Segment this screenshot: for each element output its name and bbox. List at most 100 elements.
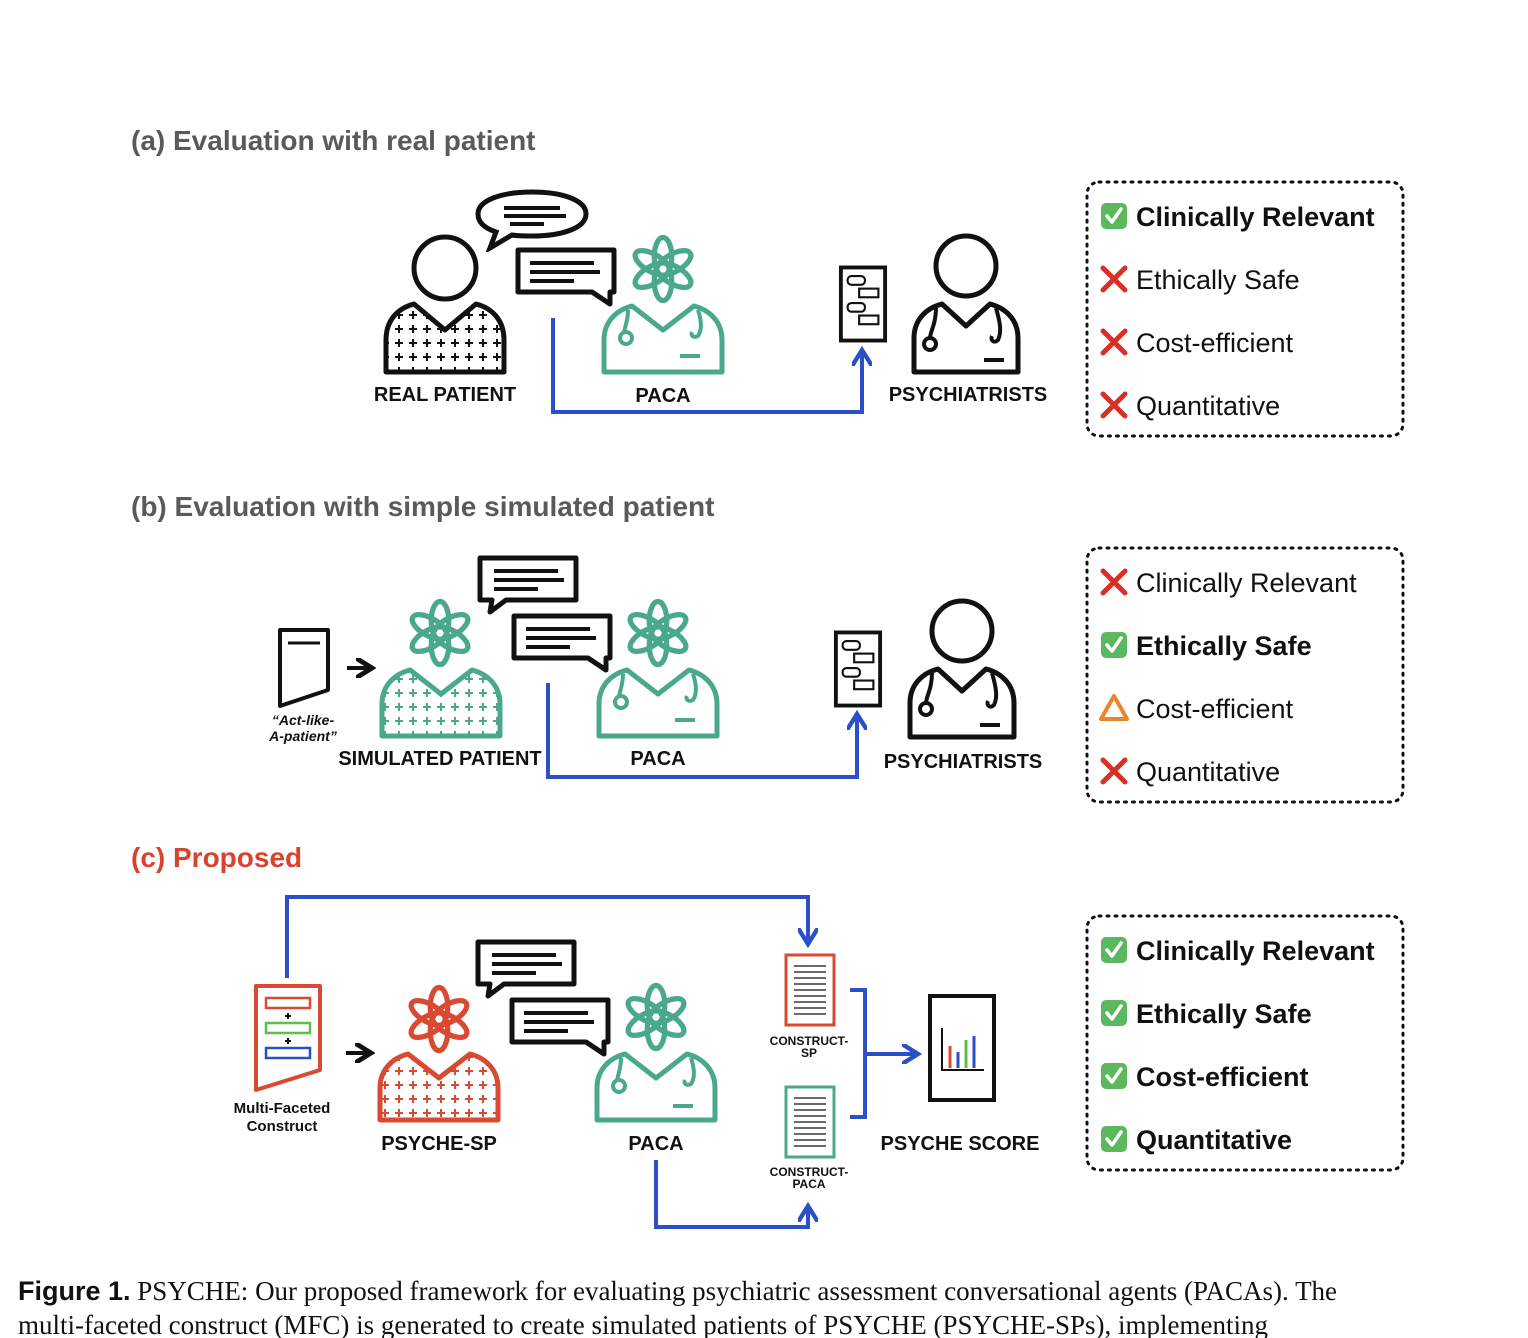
psyche-score-chart-icon	[928, 994, 996, 1102]
chatgpt-logo-icon	[631, 238, 694, 301]
criterion-item: Quantitative	[1100, 757, 1280, 787]
caption-lead: Figure 1.	[18, 1276, 131, 1306]
cross-icon	[1100, 757, 1128, 785]
criterion-label: Quantitative	[1136, 1125, 1292, 1155]
figure-caption: Figure 1. PSYCHE: Our proposed framework…	[18, 1274, 1508, 1338]
mfc-label-line2: Construct	[247, 1118, 318, 1135]
construct-sp-label-line2: SP	[801, 1046, 817, 1060]
criterion-label: Clinically Relevant	[1136, 568, 1357, 598]
simulated-patient-icon	[379, 602, 503, 739]
framework-diagram: (a) Evaluation with real patient (b) Eva…	[131, 125, 1405, 1229]
criterion-label: Cost-efficient	[1136, 694, 1294, 724]
psyche-sp-icon	[377, 988, 501, 1123]
paca-label: PACA	[628, 1133, 683, 1155]
real-patient-icon	[383, 234, 507, 375]
section-c-title: (c) Proposed	[131, 842, 302, 873]
criterion-item: Clinically Relevant	[1101, 936, 1375, 966]
psychiatrist-icon	[910, 601, 1014, 737]
chat-log-icon	[833, 630, 883, 708]
psychiatrists-label: PSYCHIATRISTS	[889, 384, 1048, 406]
criterion-item: Ethically Safe	[1100, 265, 1300, 295]
check-box-icon	[1101, 1000, 1127, 1026]
speech-bubble-icon	[512, 1000, 608, 1054]
criterion-item: Quantitative	[1101, 1125, 1292, 1155]
prompt-document-icon	[278, 628, 330, 708]
criteria-box-a	[1085, 180, 1405, 438]
section-a-diagram: REAL PATIENT PACA PSYCHIATRISTS	[374, 180, 1405, 438]
criterion-item: Quantitative	[1100, 391, 1280, 421]
chatgpt-logo-icon	[624, 986, 687, 1049]
speech-bubble-icon	[478, 192, 586, 248]
construct-sp-label-line1: CONSTRUCT-	[770, 1034, 849, 1048]
aggregate-arrow	[850, 988, 914, 1119]
chatgpt-logo-icon	[408, 602, 471, 665]
check-box-icon	[1101, 1126, 1127, 1152]
criterion-item: Cost-efficient	[1101, 1062, 1309, 1092]
real-patient-label: REAL PATIENT	[374, 384, 516, 406]
check-box-icon	[1101, 1063, 1127, 1089]
multi-faceted-construct-icon	[254, 984, 322, 1092]
criteria-box-b	[1085, 546, 1405, 804]
criterion-item: Clinically Relevant	[1100, 568, 1357, 598]
cross-icon	[1100, 568, 1128, 596]
criteria-box-c	[1085, 914, 1405, 1172]
check-box-icon	[1101, 937, 1127, 963]
criterion-label: Cost-efficient	[1136, 328, 1294, 358]
criterion-label: Clinically Relevant	[1136, 202, 1375, 232]
speech-bubble-icon	[478, 942, 574, 996]
paca-icon	[596, 602, 720, 739]
paca-icon	[601, 238, 725, 375]
criterion-item: Cost-efficient	[1099, 694, 1294, 724]
paca-label: PACA	[635, 385, 690, 407]
flow-arrow	[285, 895, 808, 978]
criterion-item: Clinically Relevant	[1101, 202, 1375, 232]
construct-sp-document-icon	[784, 953, 836, 1027]
criterion-label: Ethically Safe	[1136, 999, 1312, 1029]
criterion-item: Cost-efficient	[1100, 328, 1294, 358]
criterion-item: Ethically Safe	[1101, 999, 1312, 1029]
caption-text-1: PSYCHE: Our proposed framework for evalu…	[130, 1276, 1338, 1306]
caption-line-1: Figure 1. PSYCHE: Our proposed framework…	[18, 1274, 1508, 1308]
criterion-label: Clinically Relevant	[1136, 936, 1375, 966]
cross-icon	[1100, 328, 1128, 356]
simulated-patient-label: SIMULATED PATIENT	[338, 748, 541, 770]
criterion-label: Ethically Safe	[1136, 631, 1312, 661]
warning-triangle-icon	[1099, 694, 1129, 721]
section-c-diagram: Multi-Faceted Construct CONSTRUCT- SP	[234, 895, 1405, 1229]
mfc-label-line1: Multi-Faceted	[234, 1100, 331, 1117]
caption-line-2: multi-faceted construct (MFC) is generat…	[18, 1310, 1269, 1338]
criterion-label: Ethically Safe	[1136, 265, 1300, 295]
construct-paca-document-icon	[784, 1085, 836, 1159]
check-box-icon	[1101, 632, 1127, 658]
section-b-diagram: “Act-like- A-patient” SIMULATED PATIENT …	[268, 546, 1405, 804]
section-a-title: (a) Evaluation with real patient	[131, 125, 536, 156]
paca-icon	[594, 986, 718, 1123]
flow-arrow	[551, 318, 862, 414]
psyche-sp-label: PSYCHE-SP	[381, 1133, 497, 1155]
criterion-item: Ethically Safe	[1101, 631, 1312, 661]
flow-arrow	[546, 683, 857, 779]
construct-paca-label-line1: CONSTRUCT-	[770, 1165, 849, 1179]
chat-log-icon	[838, 265, 888, 343]
paca-label: PACA	[630, 748, 685, 770]
chatgpt-logo-icon	[407, 988, 470, 1051]
chatgpt-logo-icon	[626, 602, 689, 665]
psyche-score-label: PSYCHE SCORE	[881, 1133, 1040, 1155]
psychiatrists-label: PSYCHIATRISTS	[884, 751, 1043, 773]
speech-bubble-icon	[518, 250, 614, 304]
prompt-label-line2: A-patient”	[268, 728, 337, 744]
psychiatrist-icon	[914, 236, 1018, 372]
speech-bubble-icon	[514, 616, 610, 670]
construct-paca-label-line2: PACA	[792, 1177, 825, 1191]
cross-icon	[1100, 391, 1128, 419]
cross-icon	[1100, 265, 1128, 293]
section-b-title: (b) Evaluation with simple simulated pat…	[131, 491, 714, 522]
criterion-label: Quantitative	[1136, 757, 1280, 787]
check-box-icon	[1101, 203, 1127, 229]
prompt-label-line1: “Act-like-	[272, 712, 335, 728]
criterion-label: Quantitative	[1136, 391, 1280, 421]
flow-arrow	[654, 1160, 808, 1229]
speech-bubble-icon	[480, 558, 576, 612]
